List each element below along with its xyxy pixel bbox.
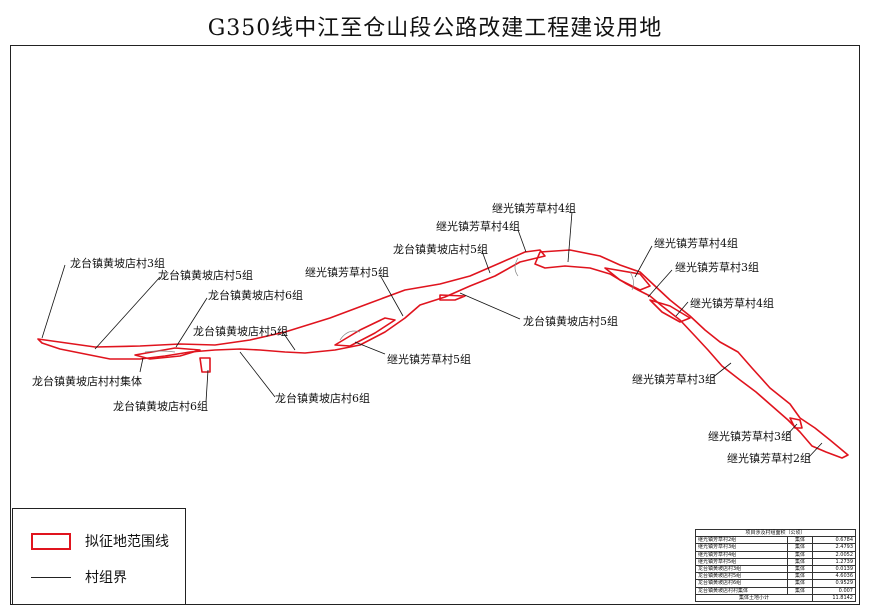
label-fangcao-4-a: 继光镇芳草村4组 — [436, 219, 520, 233]
row-value: 2.4793 — [812, 543, 856, 552]
row-type: 集体 — [786, 564, 814, 574]
legend-village-swatch — [31, 576, 71, 578]
label-huangpodian-5-b: 龙台镇黄坡店村5组 — [193, 324, 288, 338]
row-type: 集体 — [786, 557, 814, 566]
area-table-title: 项目涉及村组面积（公顷） — [695, 528, 856, 538]
leader-lines — [41, 211, 823, 459]
label-huangpodian-5-c: 龙台镇黄坡店村5组 — [523, 314, 618, 328]
label-fangcao-4-d: 继光镇芳草村4组 — [690, 296, 774, 310]
row-name: 继光镇芳草村2组 — [695, 536, 788, 545]
row-name: 龙台镇黄坡店村5组 — [695, 572, 788, 581]
label-huangpodian-5-a: 龙台镇黄坡店村5组 — [158, 268, 253, 282]
row-value: 0.007 — [812, 586, 856, 595]
row-value: 0.0139 — [812, 564, 856, 574]
map-title: G350线中江至仓山段公路改建工程建设用地 — [207, 16, 663, 41]
total-value: 11.8142 — [812, 593, 856, 602]
map-frame — [10, 45, 860, 605]
row-type: 集体 — [786, 550, 814, 559]
village-boundaries — [144, 257, 634, 353]
row-value: 2.0052 — [812, 550, 856, 559]
label-huangpodian-6-c: 龙台镇黄坡店村6组 — [275, 391, 370, 405]
label-huangpodian-5-d: 龙台镇黄坡店村5组 — [393, 242, 488, 256]
row-value: 0.9529 — [812, 579, 856, 588]
legend-boundary-swatch — [31, 532, 71, 550]
row-type: 集体 — [786, 572, 814, 581]
parcel-4 — [604, 267, 651, 291]
label-huangpodian-6-b: 龙台镇黄坡店村6组 — [113, 399, 208, 413]
total-label: 集体土地小计 — [694, 593, 814, 602]
legend-village-row: 村组界 — [31, 567, 127, 587]
label-fangcao-2: 继光镇芳草村2组 — [727, 451, 811, 465]
label-fangcao-4-b: 继光镇芳草村4组 — [492, 201, 576, 215]
row-type: 集体 — [786, 543, 814, 552]
row-name: 龙台镇黄坡店村村集体 — [695, 586, 788, 595]
parcel-1 — [134, 347, 201, 360]
parcel-5 — [649, 299, 691, 323]
row-type: 集体 — [786, 536, 814, 545]
parcel-7 — [199, 357, 211, 373]
row-type: 集体 — [786, 579, 814, 588]
legend-village-label: 村组界 — [85, 570, 127, 586]
legend-boundary-row: 拟征地范围线 — [31, 531, 169, 551]
label-fangcao-3-a: 继光镇芳草村3组 — [675, 260, 759, 274]
row-name: 继光镇芳草村3组 — [695, 543, 788, 552]
label-fangcao-4-c: 继光镇芳草村4组 — [654, 236, 738, 250]
label-fangcao-5-a: 继光镇芳草村5组 — [305, 265, 389, 279]
label-huangpodian-3: 龙台镇黄坡店村3组 — [70, 256, 165, 270]
row-value: 0.6784 — [812, 536, 856, 545]
row-value: 4.6036 — [812, 572, 856, 581]
parcel-2 — [334, 317, 396, 347]
land-boundary — [37, 249, 849, 459]
row-name: 龙台镇黄坡店村3组 — [695, 564, 788, 574]
row-type: 集体 — [786, 586, 814, 595]
row-value: 1.2739 — [812, 557, 856, 566]
legend-boundary-label: 拟征地范围线 — [85, 534, 169, 550]
row-name: 继光镇芳草村5组 — [695, 557, 788, 566]
parcel-3 — [439, 294, 466, 301]
label-fangcao-5-b: 继光镇芳草村5组 — [387, 352, 471, 366]
label-huangpodian-6-a: 龙台镇黄坡店村6组 — [208, 288, 303, 302]
row-name: 龙台镇黄坡店村6组 — [695, 579, 788, 588]
corridor-west — [37, 249, 546, 360]
legend: 拟征地范围线 村组界 — [12, 508, 186, 605]
row-name: 继光镇芳草村4组 — [695, 550, 788, 559]
label-huangpodian-collective: 龙台镇黄坡店村村集体 — [32, 374, 142, 388]
label-fangcao-3-c: 继光镇芳草村3组 — [708, 429, 792, 443]
parcel-6 — [789, 417, 803, 429]
place-labels: 龙台镇黄坡店村3组 龙台镇黄坡店村5组 龙台镇黄坡店村6组 龙台镇黄坡店村5组 … — [32, 201, 811, 465]
label-fangcao-3-b: 继光镇芳草村3组 — [632, 372, 716, 386]
